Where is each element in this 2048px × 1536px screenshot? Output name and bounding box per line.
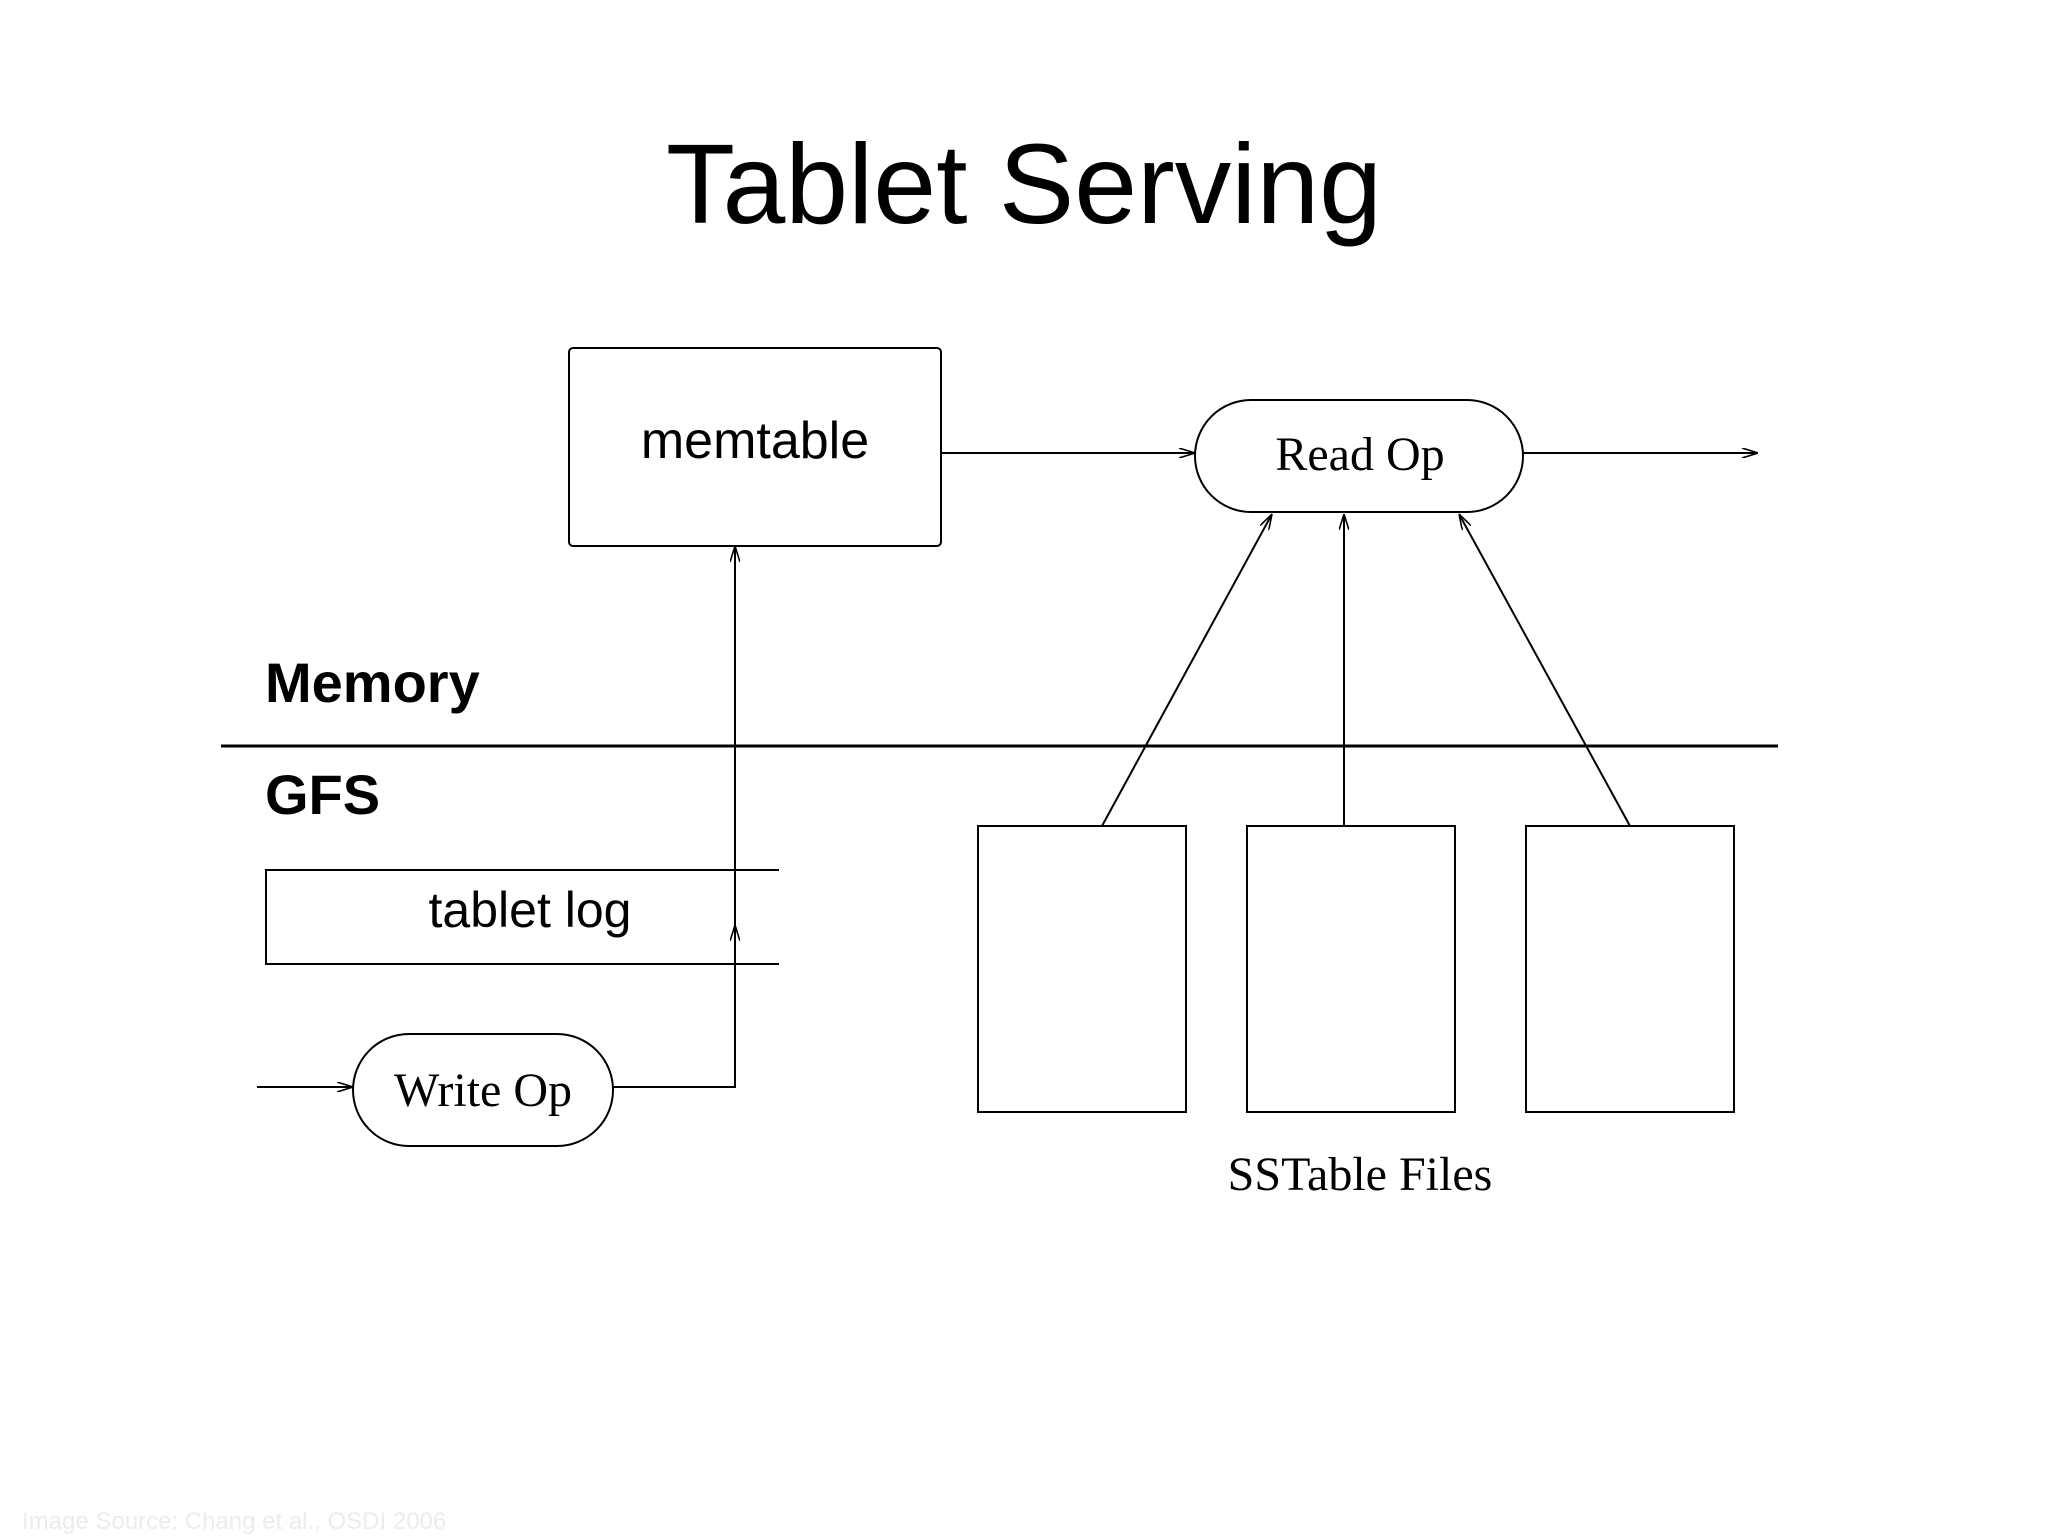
- slide-title: Tablet Serving: [665, 121, 1383, 247]
- sstable-files-label: SSTable Files: [1228, 1148, 1493, 1201]
- write-op-to-tablet-log-arrow: [613, 925, 735, 1088]
- memtable-box: [568, 347, 942, 547]
- read-op-node: [1194, 399, 1524, 513]
- memory-label: Memory: [265, 651, 480, 714]
- tablet-log-box: [265, 869, 779, 965]
- memtable-label: memtable: [641, 412, 869, 470]
- write-op-label: Write Op: [394, 1064, 572, 1117]
- read-op-label: Read Op: [1275, 428, 1444, 481]
- tablet-log-label: tablet log: [429, 882, 632, 938]
- sstable-file-2: [1246, 825, 1456, 1113]
- sstable-file-1: [977, 825, 1187, 1113]
- sstable-file-3: [1525, 825, 1735, 1113]
- image-source-caption: Image Source: Chang et al., OSDI 2006: [22, 1508, 447, 1535]
- write-op-node: [352, 1033, 614, 1147]
- gfs-label: GFS: [265, 763, 380, 826]
- sstable-3-to-read-op-arrow: [1459, 514, 1631, 827]
- sstable-1-to-read-op-arrow: [1101, 514, 1272, 827]
